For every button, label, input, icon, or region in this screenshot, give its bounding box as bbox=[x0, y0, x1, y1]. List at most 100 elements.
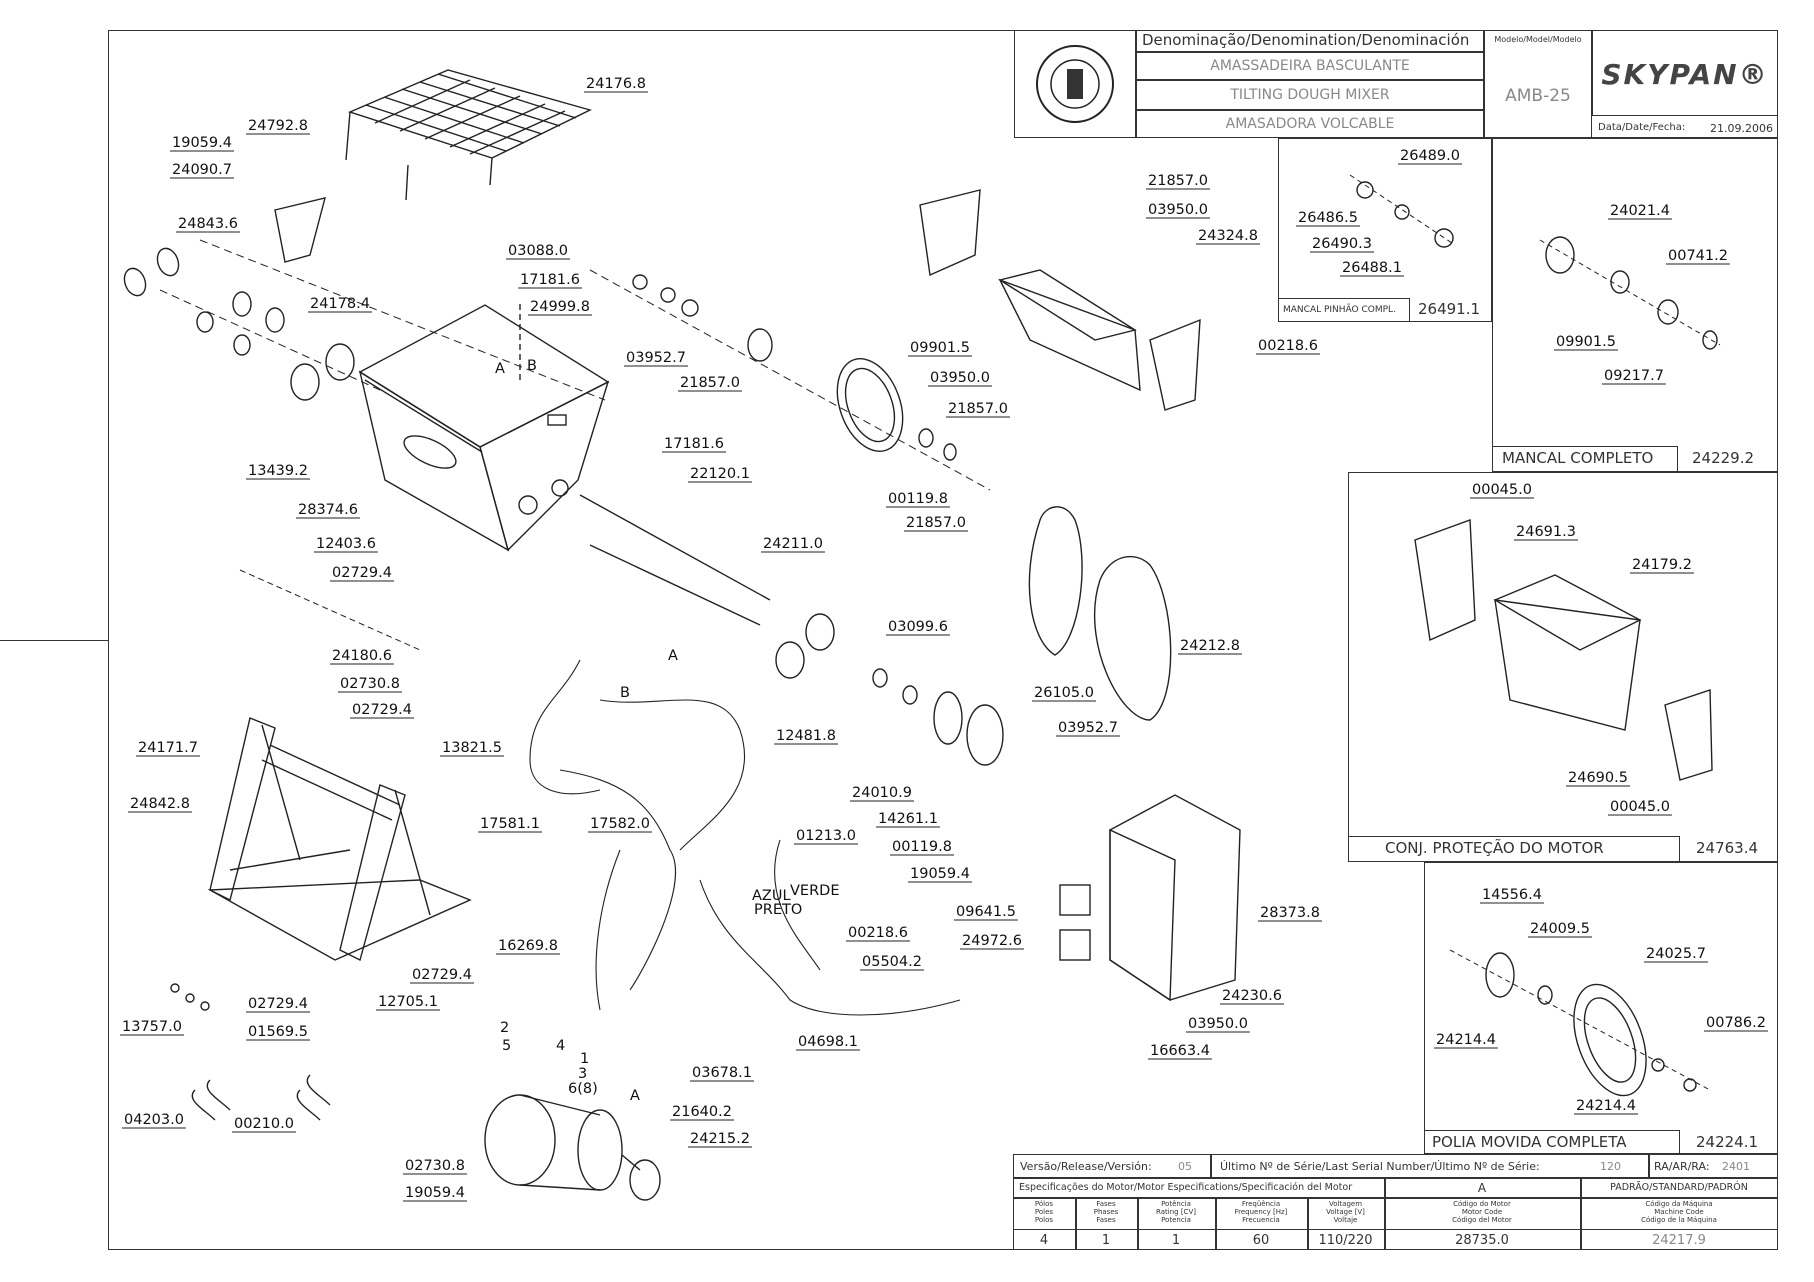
mixer-bowl bbox=[358, 300, 610, 552]
name-es-cell bbox=[1136, 110, 1484, 138]
part-number-label: 24214.4 bbox=[1436, 1032, 1496, 1048]
part-number-label: 26105.0 bbox=[1034, 685, 1094, 701]
driven-pulley-panel bbox=[1424, 862, 1778, 1154]
motor-guard-top bbox=[919, 189, 1201, 411]
version-row bbox=[1013, 1154, 1778, 1178]
model-header: Modelo/Model/Modelo bbox=[1494, 35, 1582, 44]
serial-value: 120 bbox=[1600, 1160, 1621, 1173]
col-a: A bbox=[1477, 1181, 1487, 1195]
part-number-label: 24972.6 bbox=[962, 933, 1022, 949]
brand-cell bbox=[1592, 30, 1778, 116]
frequency-value: 60 bbox=[1252, 1233, 1270, 1248]
part-number-label: 02730.8 bbox=[340, 676, 400, 692]
part-number-label: 24214.4 bbox=[1576, 1098, 1636, 1114]
bearing-title-cell bbox=[1492, 446, 1678, 472]
part-number-label: 26488.1 bbox=[1342, 260, 1402, 276]
wire-label-verde: VERDE bbox=[790, 883, 839, 899]
bearing-sketch bbox=[1539, 236, 1721, 350]
motor-guard-title-cell bbox=[1348, 836, 1680, 862]
wire-label-a: A bbox=[668, 648, 678, 664]
part-number-label: 21857.0 bbox=[680, 375, 740, 391]
brand-logo: SKYPAN® bbox=[1601, 58, 1769, 91]
part-number-label: 00218.6 bbox=[1258, 338, 1318, 354]
driven-pulley-title: POLIA MOVIDA COMPLETA bbox=[1432, 1133, 1627, 1151]
bearing-panel bbox=[1492, 138, 1778, 472]
voltage-value: 110/220 bbox=[1318, 1233, 1373, 1248]
version-label: Versão/Release/Versión: bbox=[1020, 1160, 1152, 1173]
pinion-bearing-sketch bbox=[1349, 174, 1456, 248]
bearing-title: MANCAL COMPLETO bbox=[1502, 449, 1654, 467]
part-number-label: 14556.4 bbox=[1482, 887, 1542, 903]
part-number-label: 13439.2 bbox=[248, 463, 308, 479]
part-number-label: 24691.3 bbox=[1516, 524, 1576, 540]
wire-labels: A B A B AZUL PRETO VERDE 2 5 4 1 3 6(8) … bbox=[495, 358, 839, 1104]
part-number-label: 02729.4 bbox=[412, 967, 472, 983]
part-number-label: 00119.8 bbox=[888, 491, 948, 507]
date-value: 21.09.2006 bbox=[1710, 122, 1773, 135]
part-number-label: 12481.8 bbox=[776, 728, 836, 744]
motor-guard-code: 24763.4 bbox=[1696, 839, 1759, 857]
left-shaft-parts bbox=[123, 197, 606, 401]
wiring-harness bbox=[529, 659, 961, 1016]
driven-pulley-code: 24224.1 bbox=[1696, 1133, 1759, 1151]
standard-label: PADRÃO/STANDARD/PADRÓN bbox=[1610, 1182, 1748, 1193]
motor-guard-title: CONJ. PROTEÇÃO DO MOTOR bbox=[1385, 839, 1604, 857]
part-number-label: 03678.1 bbox=[692, 1065, 752, 1081]
part-number-label: 09901.5 bbox=[910, 340, 970, 356]
authorized-service-seal bbox=[1036, 45, 1114, 123]
lid-grid bbox=[345, 69, 592, 201]
denomination-header-cell bbox=[1136, 30, 1484, 52]
machine-code-value: 24217.9 bbox=[1652, 1233, 1706, 1248]
part-number-label: 03950.0 bbox=[930, 370, 990, 386]
part-number-label: 02729.4 bbox=[332, 565, 392, 581]
ra-label: RA/AR/RA: bbox=[1654, 1160, 1710, 1173]
part-labels: 24176.824792.819059.424090.724843.624178… bbox=[120, 76, 1768, 1202]
part-number-label: 26490.3 bbox=[1312, 236, 1372, 252]
part-number-label: 19059.4 bbox=[172, 135, 232, 151]
part-number-label: 21857.0 bbox=[906, 515, 966, 531]
part-number-label: 09217.7 bbox=[1604, 368, 1664, 384]
h-motor-code: Código do Motor Motor Code Código del Mo… bbox=[1452, 1200, 1512, 1224]
part-number-label: 02729.4 bbox=[248, 996, 308, 1012]
part-number-label: 17582.0 bbox=[590, 816, 650, 832]
phases-value: 1 bbox=[1101, 1233, 1111, 1248]
electrical-box bbox=[1059, 794, 1241, 1002]
part-number-label: 24215.2 bbox=[690, 1131, 750, 1147]
part-number-label: 24792.8 bbox=[248, 118, 308, 134]
h-phases: Fases Phases Fases bbox=[1093, 1200, 1119, 1224]
model-cell bbox=[1484, 30, 1592, 138]
part-number-label: 00119.8 bbox=[892, 839, 952, 855]
name-pt-cell bbox=[1136, 52, 1484, 80]
col-divider-1 bbox=[1075, 1198, 1077, 1250]
name-pt: AMASSADEIRA BASCULANTE bbox=[1210, 58, 1410, 74]
ra-value: 2401 bbox=[1722, 1160, 1750, 1173]
part-number-label: 24090.7 bbox=[172, 162, 232, 178]
part-number-label: 00045.0 bbox=[1610, 799, 1670, 815]
pinion-bearing-title: MANCAL PINHÃO COMPL. bbox=[1283, 305, 1396, 315]
pinion-bearing-panel bbox=[1278, 138, 1492, 322]
serial-label: Último Nº de Série/Last Serial Number/Úl… bbox=[1220, 1160, 1540, 1173]
part-number-label: 05504.2 bbox=[862, 954, 922, 970]
wire-label-a2: A bbox=[495, 361, 505, 377]
part-number-label: 09901.5 bbox=[1556, 334, 1616, 350]
date-label: Data/Date/Fecha: bbox=[1598, 122, 1686, 133]
part-number-label: 21640.2 bbox=[672, 1104, 732, 1120]
h-poles: Pólos Poles Polos bbox=[1034, 1200, 1054, 1224]
ra-divider bbox=[1648, 1154, 1650, 1178]
part-number-label: 02730.8 bbox=[405, 1158, 465, 1174]
bearing-code: 24229.2 bbox=[1692, 449, 1755, 467]
part-number-label: 24690.5 bbox=[1568, 770, 1628, 786]
standard-divider bbox=[1580, 1178, 1582, 1250]
motor-guard-panel bbox=[1348, 472, 1778, 862]
part-number-label: 21857.0 bbox=[1148, 173, 1208, 189]
col-divider-4 bbox=[1307, 1198, 1309, 1250]
part-number-label: 24176.8 bbox=[586, 76, 646, 92]
part-number-label: 12403.6 bbox=[316, 536, 376, 552]
motor-spec-label: Especificações do Motor/Motor Especifica… bbox=[1019, 1182, 1353, 1193]
agitator-shaft bbox=[579, 494, 1004, 766]
part-number-label: 24999.8 bbox=[530, 299, 590, 315]
part-number-label: 28373.8 bbox=[1260, 905, 1320, 921]
part-number-label: 04203.0 bbox=[124, 1112, 184, 1128]
part-number-label: 17181.6 bbox=[664, 436, 724, 452]
